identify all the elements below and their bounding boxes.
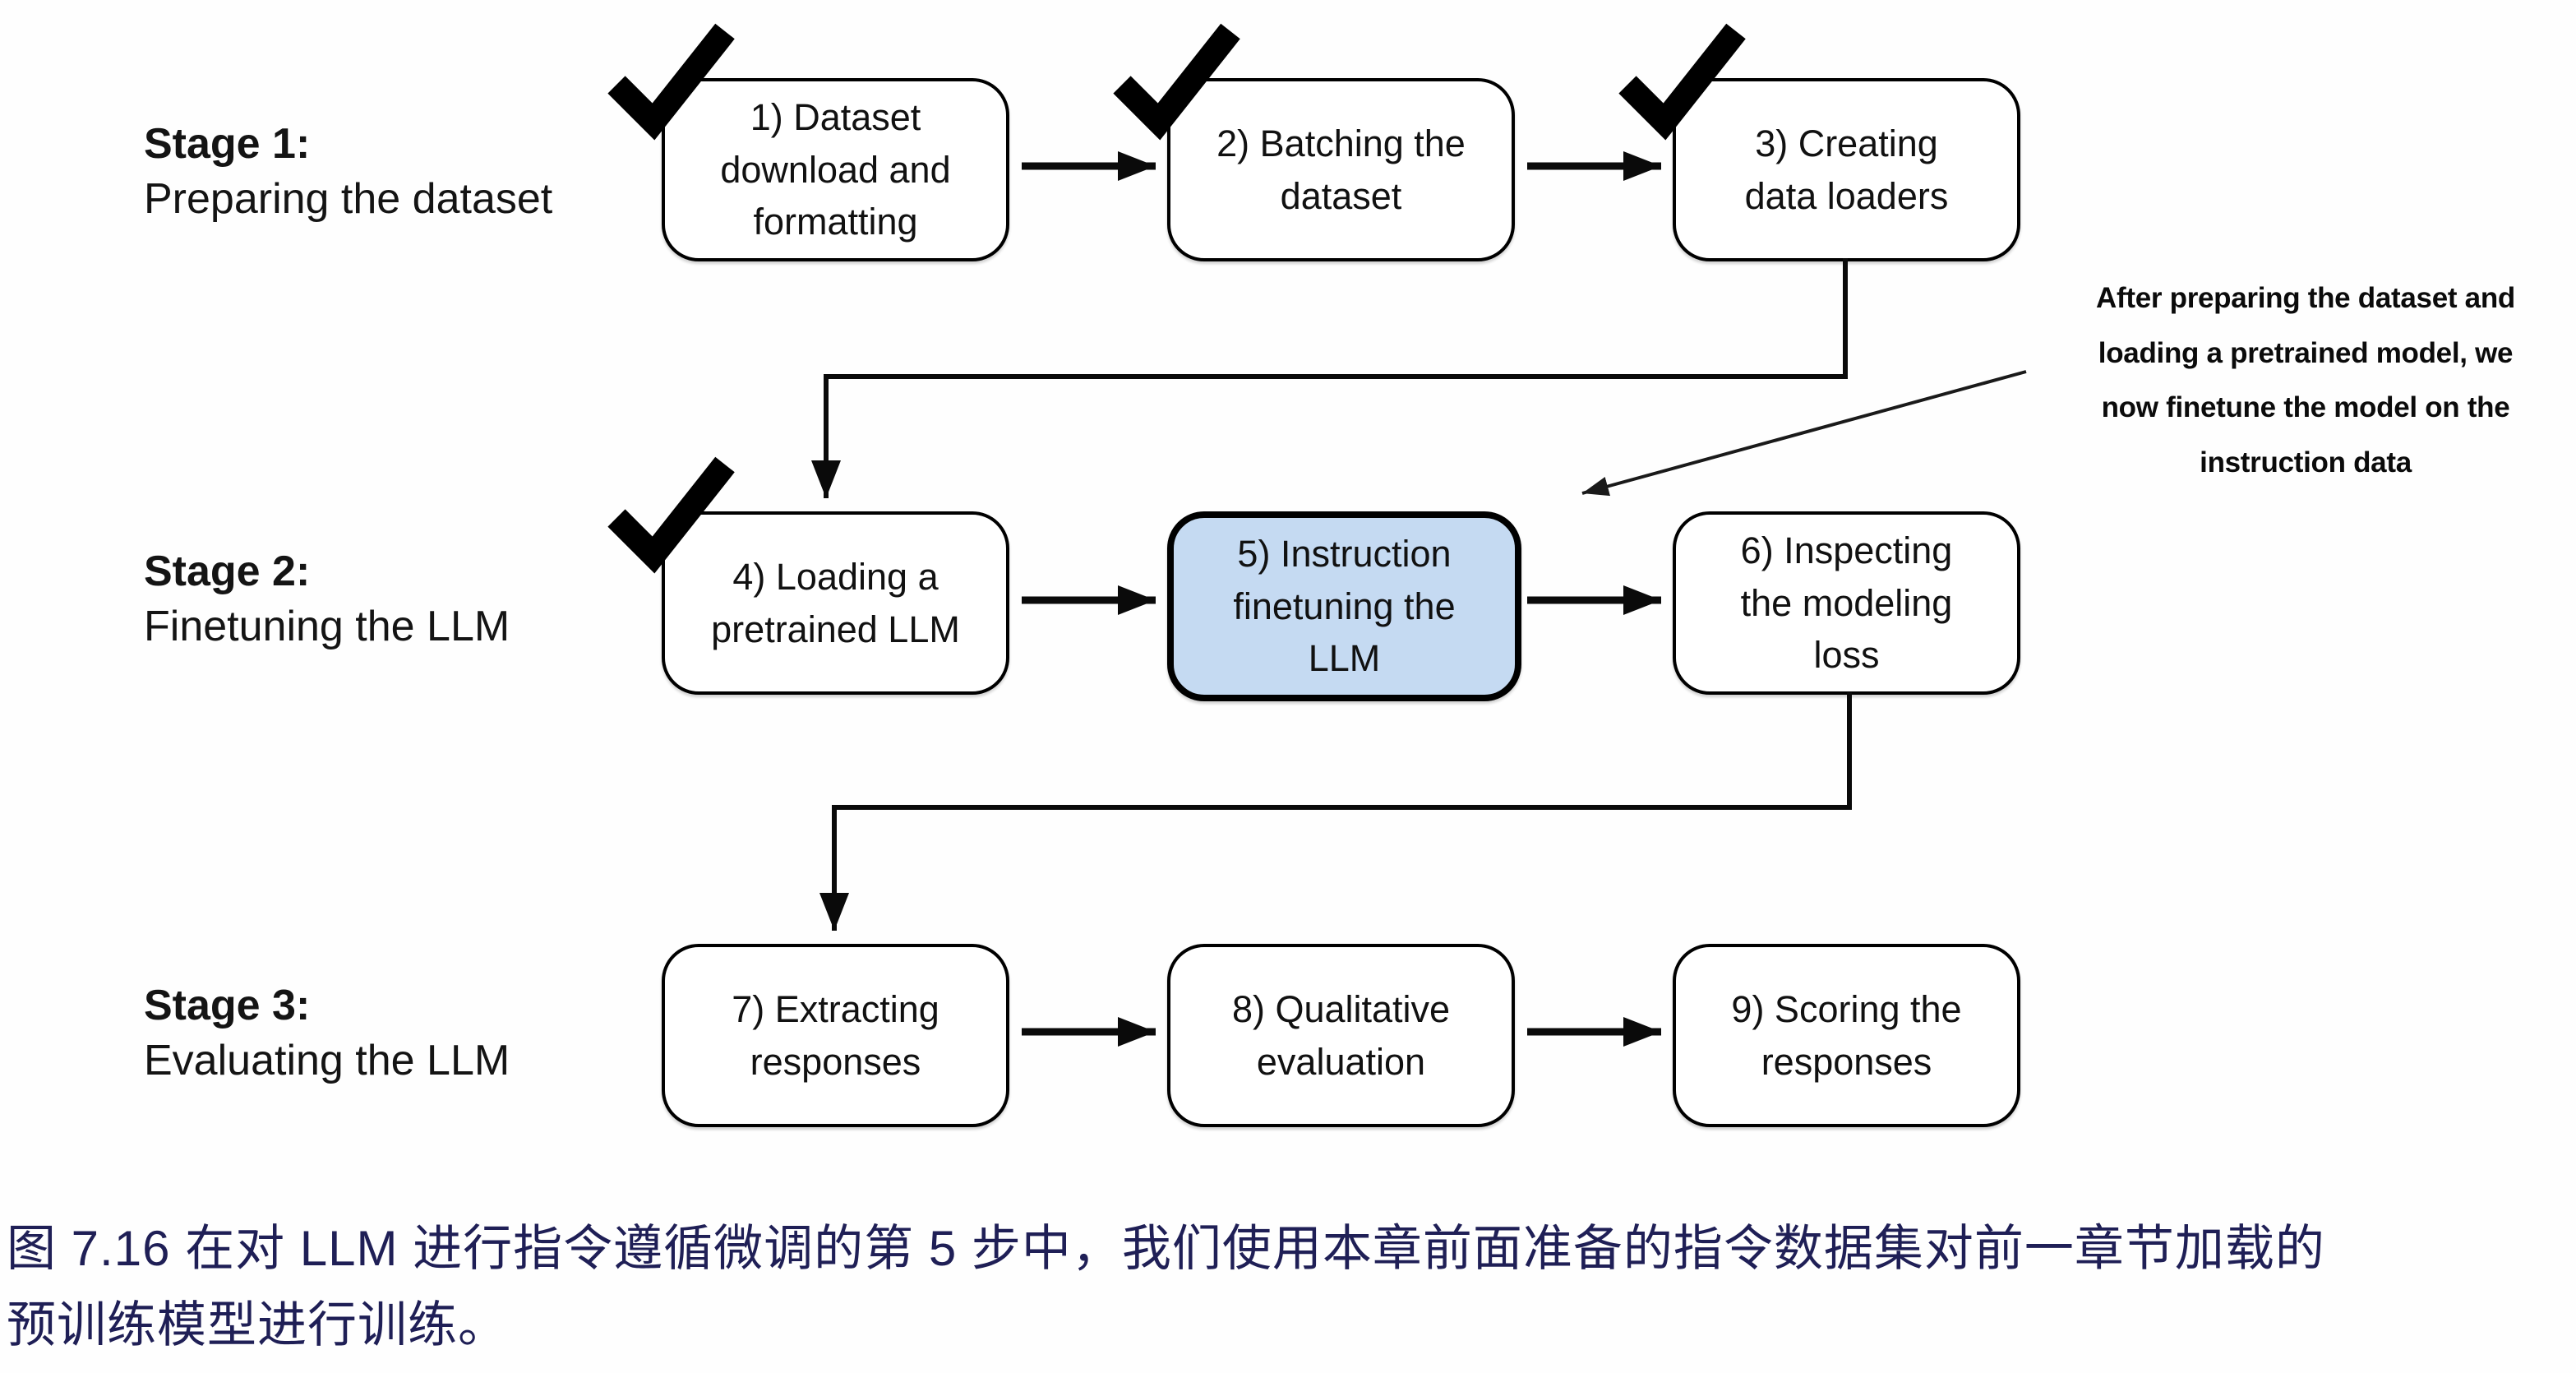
box-2-label: 2) Batching the dataset bbox=[1216, 122, 1466, 217]
annotation-arrow bbox=[1581, 370, 2027, 497]
box-9-scoring-responses: 9) Scoring the responses bbox=[1673, 944, 2020, 1127]
box-9-label: 9) Scoring the responses bbox=[1731, 987, 1962, 1083]
box-5-instruction-finetuning: 5) Instruction finetuning the LLM bbox=[1167, 511, 1521, 701]
figure-caption: 图 7.16 在对 LLM 进行指令遵循微调的第 5 步中，我们使用本章前面准备… bbox=[7, 1221, 2325, 1352]
connector-box3-to-box4 bbox=[811, 258, 1848, 498]
stage-3-subtitle: Evaluating the LLM bbox=[144, 1036, 510, 1084]
box-7-label: 7) Extracting responses bbox=[732, 987, 939, 1083]
box-1-label: 1) Dataset download and formatting bbox=[720, 95, 951, 243]
box-8-label: 8) Qualitative evaluation bbox=[1231, 987, 1451, 1083]
stage-3-label: Stage 3: Evaluating the LLM bbox=[144, 978, 510, 1088]
box-3-creating-data-loaders: 3) Creating data loaders bbox=[1673, 78, 2020, 261]
box-4-loading-pretrained-llm: 4) Loading a pretrained LLM bbox=[662, 511, 1009, 695]
box-1-dataset-download: 1) Dataset download and formatting bbox=[662, 78, 1009, 261]
stage-1-title: Stage 1: bbox=[144, 120, 311, 168]
box-5-label: 5) Instruction finetuning the LLM bbox=[1233, 532, 1456, 680]
box-6-inspecting-loss: 6) Inspecting the modeling loss bbox=[1673, 511, 2020, 695]
stage-1-subtitle: Preparing the dataset bbox=[144, 174, 553, 223]
box-7-extracting-responses: 7) Extracting responses bbox=[662, 944, 1009, 1127]
annotation-note: After preparing the dataset and loading … bbox=[2096, 282, 2515, 478]
box-3-label: 3) Creating data loaders bbox=[1744, 122, 1949, 217]
box-6-label: 6) Inspecting the modeling loss bbox=[1740, 529, 1953, 677]
stage-1-label: Stage 1: Preparing the dataset bbox=[144, 117, 552, 226]
box-4-label: 4) Loading a pretrained LLM bbox=[711, 555, 960, 650]
stage-2-label: Stage 2: Finetuning the LLM bbox=[144, 544, 510, 654]
stage-3-title: Stage 3: bbox=[144, 982, 311, 1029]
stage-2-title: Stage 2: bbox=[144, 548, 311, 595]
box-2-batching-dataset: 2) Batching the dataset bbox=[1167, 78, 1515, 261]
box-8-qualitative-evaluation: 8) Qualitative evaluation bbox=[1167, 944, 1515, 1127]
connector-box6-to-box7 bbox=[819, 692, 1852, 931]
stage-2-subtitle: Finetuning the LLM bbox=[144, 602, 510, 650]
